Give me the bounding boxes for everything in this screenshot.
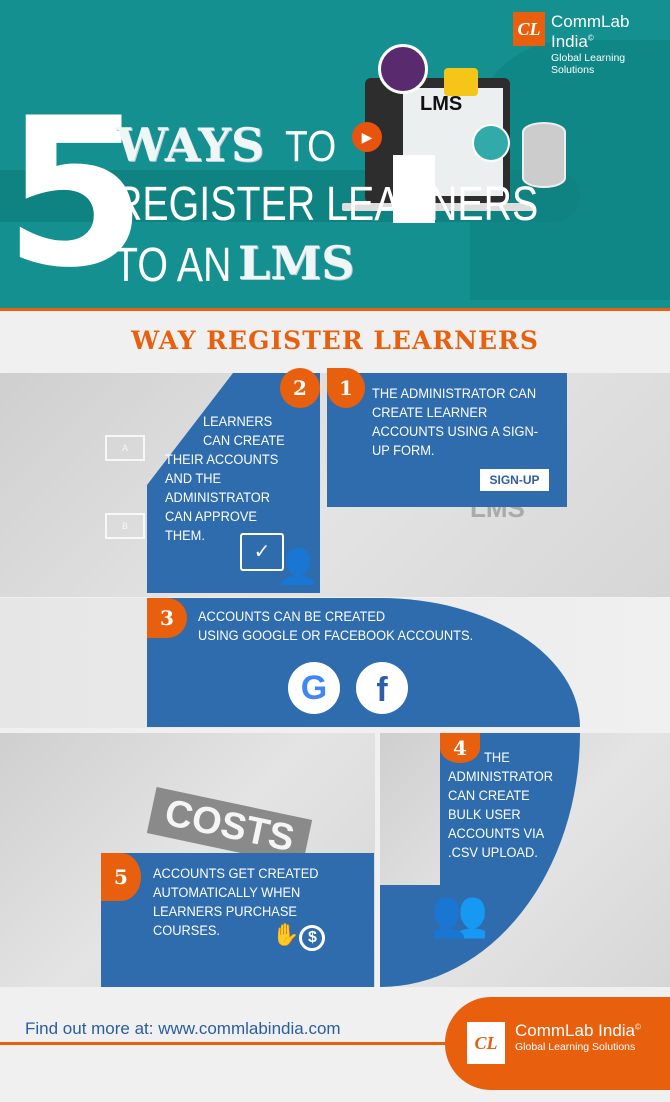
hand-coin-icon: ✋$ bbox=[272, 922, 352, 970]
avatar-woman-icon bbox=[378, 44, 428, 94]
way5-number-badge: 5 bbox=[101, 853, 141, 901]
way3-text: Accounts can be createdusing Google or F… bbox=[198, 609, 474, 643]
way5-text: Accounts get createdautomatically whenle… bbox=[153, 866, 319, 938]
way5-card bbox=[101, 853, 374, 987]
lms-label: LMS bbox=[420, 93, 463, 115]
header-banner: CL CommLab India© Global Learning Soluti… bbox=[0, 0, 670, 308]
title-lms: LMS bbox=[238, 236, 355, 290]
copyright-mark: © bbox=[587, 33, 594, 43]
way2-number-badge: 2 bbox=[280, 368, 320, 408]
signup-button[interactable]: SIGN-UP bbox=[480, 469, 549, 491]
logo-name: CommLab India bbox=[551, 12, 630, 51]
monitor-check-icon: ✓ bbox=[240, 533, 284, 571]
chat-bubble-icon bbox=[444, 68, 478, 96]
footer-logo-name: CommLab India bbox=[515, 1021, 636, 1040]
play-icon: ▶ bbox=[352, 122, 382, 152]
google-icon[interactable]: G bbox=[288, 662, 340, 714]
way1-number-badge: 1 bbox=[327, 368, 365, 408]
title-ways: WAYS bbox=[116, 118, 265, 172]
footer-logo-panel: CL CommLab India© Global Learning Soluti… bbox=[445, 997, 670, 1090]
footer-logo-tagline: Global Learning Solutions bbox=[515, 1041, 636, 1053]
commlab-logo-text: CommLab India© Global Learning Solutions bbox=[551, 12, 670, 76]
logo-tagline: Global Learning Solutions bbox=[551, 52, 626, 76]
laptop-base bbox=[342, 203, 534, 211]
title-to: TO bbox=[285, 122, 337, 171]
way4-number-badge: 4 bbox=[440, 733, 480, 763]
way4-text: Theadministratorcan createbulk useraccou… bbox=[448, 750, 553, 860]
footer-logo-text: CommLab India© Global Learning Solutions bbox=[515, 1021, 641, 1053]
avatar-man-icon bbox=[472, 124, 510, 162]
database-icon bbox=[522, 122, 566, 188]
footer-link[interactable]: Find out more at: www.commlabindia.com bbox=[25, 1019, 341, 1038]
device-b-icon: B bbox=[105, 513, 145, 539]
title-register-learners: REGISTER LEARNERS bbox=[114, 178, 539, 231]
title-to-an: TO AN bbox=[114, 239, 232, 292]
user-icon: 👤 bbox=[277, 548, 320, 586]
footer-rule bbox=[0, 1042, 450, 1045]
commlab-logo-mark: CL bbox=[513, 12, 545, 46]
footer-logo-mark: CL bbox=[467, 1022, 505, 1064]
device-a-icon: A bbox=[105, 435, 145, 461]
footer-copyright: © bbox=[635, 1022, 641, 1032]
header-divider bbox=[0, 308, 670, 311]
way1-text: The administrator can create learner acc… bbox=[372, 386, 539, 458]
section-title: WAY REGISTER LEARNERS bbox=[131, 326, 539, 355]
title-number: 5 bbox=[4, 75, 147, 308]
way3-number-badge: 3 bbox=[147, 598, 187, 638]
facebook-icon[interactable]: f bbox=[356, 662, 408, 714]
document-icon bbox=[393, 155, 435, 223]
group-users-icon: 👥 bbox=[431, 887, 489, 939]
way2-text: Learnerscan create their accountsand the… bbox=[165, 414, 285, 543]
